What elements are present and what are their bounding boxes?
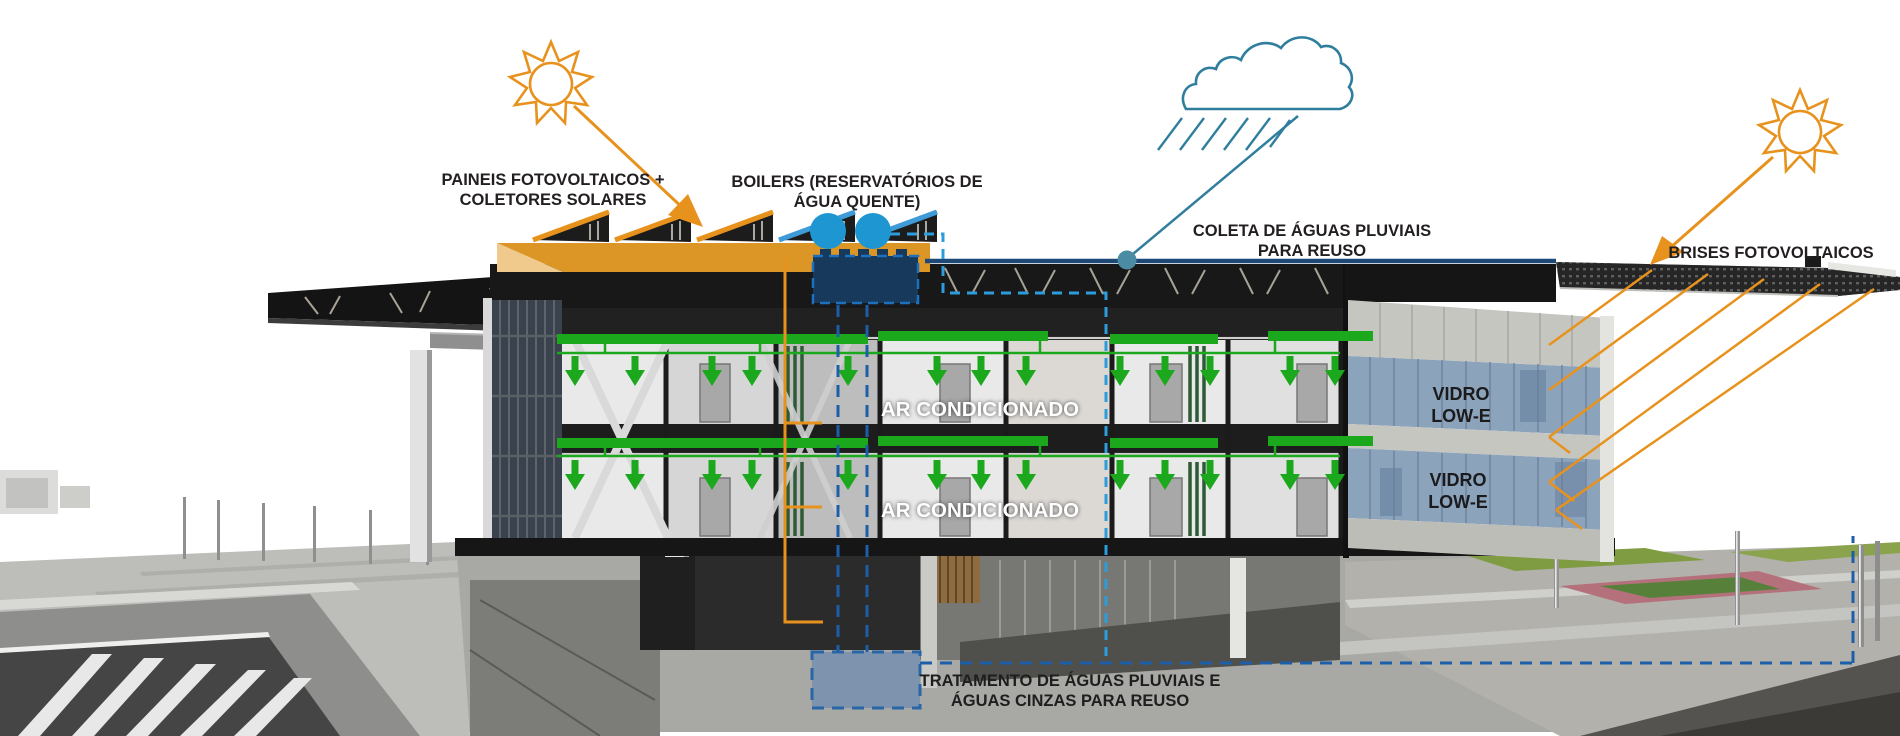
label-solar-panels-line2: COLETORES SOLARES <box>459 191 647 209</box>
label-ac-lower: AR CONDICIONADO <box>881 500 1079 522</box>
boiler-circles-icon <box>810 213 891 249</box>
label-ac-upper-line1: AR CONDICIONADO <box>880 398 1080 421</box>
plaza-poles-right <box>1554 518 1880 647</box>
low-e-glass-band-lower <box>1348 448 1608 530</box>
collection-point-dot <box>1117 250 1137 270</box>
label-rainwater-line2: PARA REUSO <box>1257 242 1367 260</box>
roof-water-tank <box>811 249 920 305</box>
rainwater-collection-line <box>925 115 1556 270</box>
label-boilers-line1: BOILERS (RESERVATÓRIOS DE <box>731 173 983 191</box>
hot-water-pipe <box>783 258 823 624</box>
label-water-treatment-line2: ÁGUAS CINZAS PARA REUSO <box>950 691 1190 710</box>
label-rainwater-collection: COLETA DE ÁGUAS PLUVIAIS PARA REUSO <box>1193 221 1431 261</box>
label-water-treatment: TRATAMENTO DE ÁGUAS PLUVIAIS E ÁGUAS CIN… <box>920 672 1221 711</box>
label-boilers: BOILERS (RESERVATÓRIOS DE ÁGUA QUENTE) <box>731 172 982 212</box>
hvac-ducts <box>557 331 1373 458</box>
treatment-tank <box>810 650 922 710</box>
label-pv-brises: BRISES FOTOVOLTAICOS <box>1668 243 1873 263</box>
greywater-pipes-dashed <box>836 232 1855 665</box>
rain-streaks <box>1157 117 1291 151</box>
basement-level <box>469 548 1340 736</box>
sun-ray-arrow-right <box>1650 155 1774 265</box>
label-boilers-line2: ÁGUA QUENTE) <box>793 193 921 211</box>
label-solar-panels-line1: PAINEIS FOTOVOLTAICOS + <box>441 171 665 189</box>
label-ac-lower-line1: AR CONDICIONADO <box>880 499 1080 522</box>
label-low-e-lower-line1: VIDRO <box>1429 470 1487 490</box>
floor-2-rooms <box>562 456 1345 538</box>
label-low-e-upper-line2: LOW-E <box>1431 406 1491 426</box>
brises-ray-lines <box>1548 268 1875 531</box>
building-section <box>455 264 1615 556</box>
label-low-e-upper: VIDRO LOW-E <box>1431 383 1491 427</box>
roof-truss <box>944 267 1329 295</box>
sun-ray-arrow-left <box>572 104 703 227</box>
label-low-e-upper-line1: VIDRO <box>1432 384 1490 404</box>
curtain-wall <box>483 298 562 550</box>
label-low-e-lower-line2: LOW-E <box>1428 492 1488 512</box>
label-low-e-lower: VIDRO LOW-E <box>1428 469 1488 513</box>
label-solar-panels: PAINEIS FOTOVOLTAICOS + COLETORES SOLARE… <box>442 170 665 210</box>
crosswalk <box>18 654 312 736</box>
label-water-treatment-line1: TRATAMENTO DE ÁGUAS PLUVIAIS E <box>919 672 1221 690</box>
label-pv-brises-line1: BRISES FOTOVOLTAICOS <box>1668 244 1874 262</box>
rain-cloud-icon <box>1157 36 1354 151</box>
label-ac-upper: AR CONDICIONADO <box>881 399 1079 421</box>
label-rainwater-line1: COLETA DE ÁGUAS PLUVIAIS <box>1192 222 1432 240</box>
